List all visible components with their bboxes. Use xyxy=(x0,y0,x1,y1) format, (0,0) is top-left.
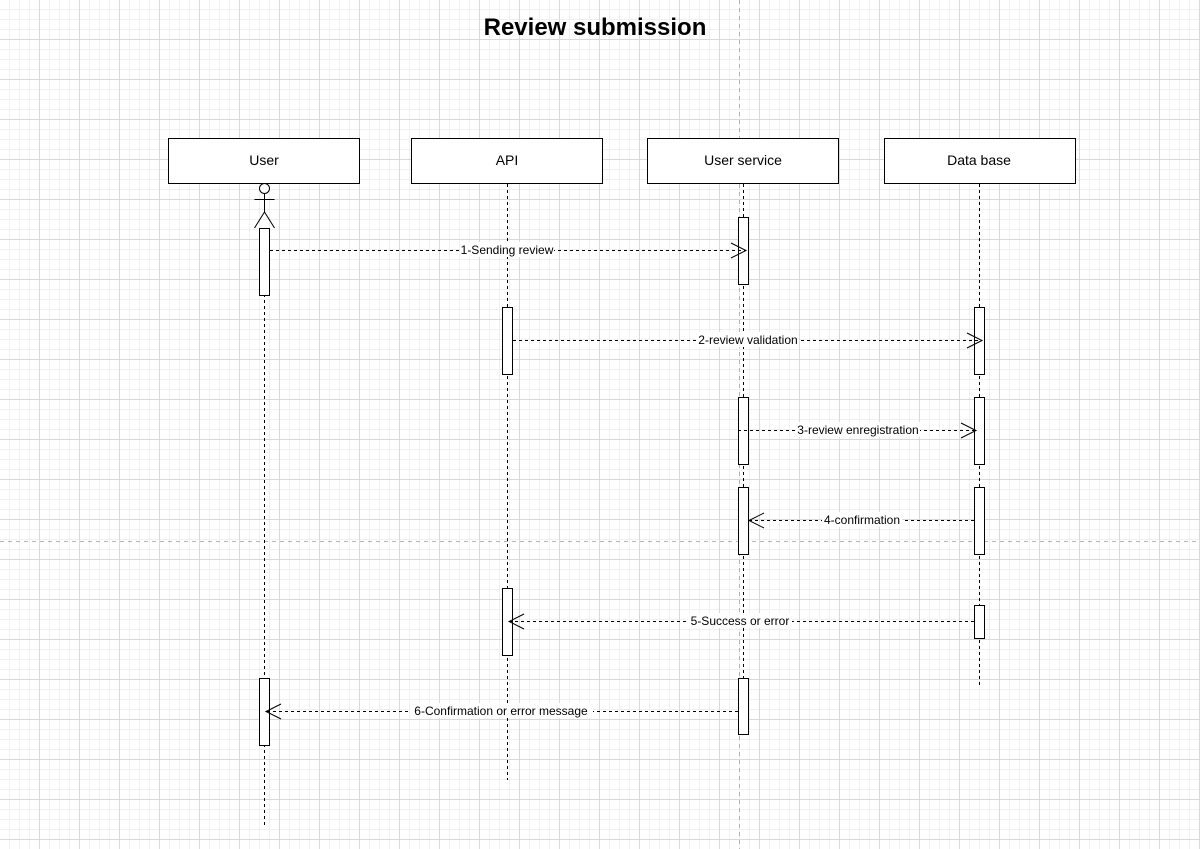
message-label-5: 5-Success or error xyxy=(691,614,790,628)
message-label-4: 4-confirmation xyxy=(824,513,900,527)
message-6[interactable]: 6-Confirmation or error message xyxy=(264,703,738,720)
activation-bar xyxy=(259,228,270,296)
activation-bar xyxy=(738,487,749,555)
participant-label-api: API xyxy=(496,152,519,168)
page-title: Review submission xyxy=(483,14,707,41)
participant-user-service[interactable]: User service xyxy=(647,138,839,184)
activation-bar xyxy=(738,678,749,735)
message-2[interactable]: 2-review validation xyxy=(513,332,984,349)
message-4[interactable]: 4-confirmation xyxy=(747,512,974,529)
participant-label-database: Data base xyxy=(947,152,1011,168)
participant-label-user: User xyxy=(249,152,279,168)
message-label-6: 6-Confirmation or error message xyxy=(414,704,588,718)
activation-bar xyxy=(502,307,513,375)
message-label-1: 1-Sending review xyxy=(461,243,554,257)
message-5[interactable]: 5-Success or error xyxy=(507,613,974,630)
message-label-3: 3-review enregistration xyxy=(797,423,918,437)
participant-user[interactable]: User xyxy=(168,138,360,184)
message-label-2: 2-review validation xyxy=(698,333,797,347)
participant-label-user-service: User service xyxy=(704,152,782,168)
participant-database[interactable]: Data base xyxy=(884,138,1076,184)
participant-api[interactable]: API xyxy=(411,138,603,184)
message-1[interactable]: 1-Sending review xyxy=(270,242,748,259)
message-3[interactable]: 3-review enregistration xyxy=(738,422,978,439)
activation-bar xyxy=(974,487,985,555)
activation-bar xyxy=(974,307,985,375)
actor-icon xyxy=(254,183,275,229)
activation-bar xyxy=(974,605,985,639)
activation-bar xyxy=(502,588,513,656)
